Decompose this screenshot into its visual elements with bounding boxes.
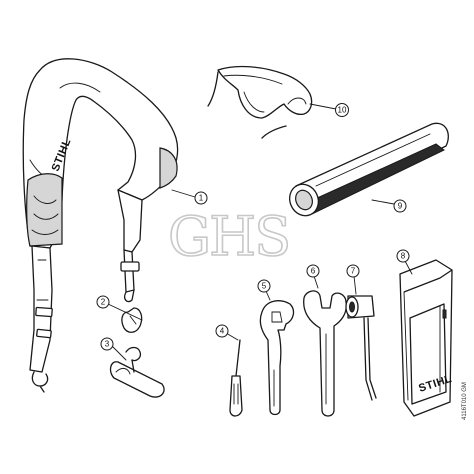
callout-8: 8 bbox=[396, 249, 410, 263]
callout-leaders bbox=[107, 103, 413, 361]
swivel-hook-illustration bbox=[109, 346, 165, 398]
carabiner-illustration bbox=[121, 307, 143, 333]
callout-3-label: 3 bbox=[105, 340, 110, 349]
callout-8-label: 8 bbox=[401, 252, 406, 261]
callout-9-label: 9 bbox=[398, 202, 403, 211]
callout-10: 10 bbox=[335, 103, 349, 117]
harness-illustration: STIHL bbox=[22, 58, 179, 393]
callout-1: 1 bbox=[194, 191, 208, 205]
watermark-text: GHS bbox=[168, 205, 289, 268]
callout-6-label: 6 bbox=[311, 267, 316, 276]
callout-2-label: 2 bbox=[101, 298, 106, 307]
tool-pouch-illustration: STIHL bbox=[399, 259, 454, 417]
callout-5-label: 5 bbox=[262, 282, 267, 291]
document-id: 4116T010 GM bbox=[462, 382, 468, 420]
callout-5: 5 bbox=[257, 279, 271, 293]
callout-6: 6 bbox=[306, 264, 320, 278]
tool-roll-illustration bbox=[288, 122, 449, 217]
callout-9: 9 bbox=[393, 199, 407, 213]
open-end-wrench-illustration bbox=[303, 290, 347, 417]
combination-wrench-illustration bbox=[259, 300, 295, 416]
callout-4-label: 4 bbox=[220, 327, 225, 336]
callout-7-label: 7 bbox=[351, 267, 356, 276]
safety-glasses-illustration bbox=[207, 65, 313, 139]
screwdriver-illustration bbox=[229, 339, 243, 417]
callout-1-label: 1 bbox=[199, 194, 204, 203]
box-wrench-illustration bbox=[345, 295, 377, 401]
callout-4: 4 bbox=[215, 324, 229, 338]
callout-2: 2 bbox=[96, 295, 110, 309]
callout-10-label: 10 bbox=[338, 106, 347, 115]
callout-7: 7 bbox=[346, 264, 360, 278]
callout-3: 3 bbox=[100, 337, 114, 351]
